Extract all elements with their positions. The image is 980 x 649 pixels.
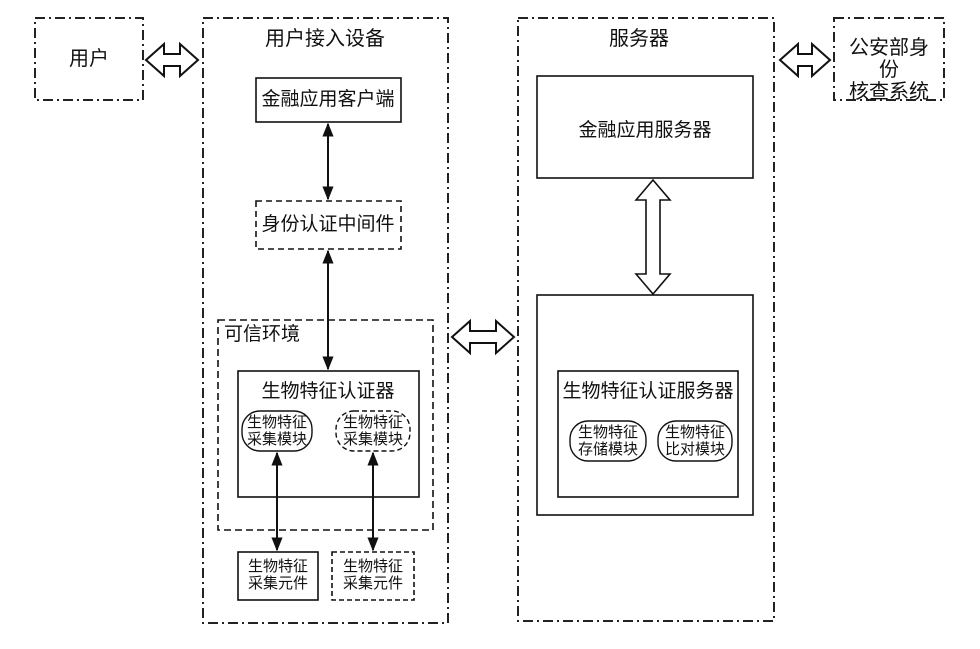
server-police-hollow-arrow (778, 41, 832, 79)
police-system-label: 公安部身份 核查系统 (849, 35, 929, 103)
police-system-box (833, 17, 945, 101)
trusted-environment-box (217, 319, 434, 531)
capture-component-2-label: 生物特征 采集元件 (342, 557, 404, 592)
appserver-authserver-hollow-arrow (634, 178, 672, 296)
server-box (517, 17, 775, 622)
financial-client-label: 金融应用客户端 (261, 88, 395, 110)
trusted-env-label: 可信环境 (224, 323, 301, 345)
server-title: 服务器 (609, 26, 669, 50)
biometric-auth-server-box (557, 370, 739, 498)
financial-client-box (255, 77, 402, 123)
device-title: 用户接入设备 (265, 26, 385, 50)
capture-module-2 (335, 410, 411, 452)
financial-app-server-box (536, 75, 754, 179)
capture-module-1 (241, 410, 313, 452)
storage-module-label: 生物特征 存储模块 (577, 423, 639, 458)
user-box (34, 17, 144, 101)
user-label: 用户 (69, 46, 109, 70)
capture-component-1-label: 生物特征 采集元件 (247, 557, 309, 592)
capture-component-2 (331, 551, 415, 601)
compare-module (657, 420, 733, 462)
auth-middleware-box (255, 200, 402, 250)
financial-app-server-label: 金融应用服务器 (578, 119, 712, 141)
auth-middleware-label: 身份认证中间件 (261, 213, 395, 235)
user-access-device-box (202, 17, 449, 624)
device-server-hollow-arrow (450, 318, 516, 356)
capture-component-1 (237, 551, 319, 601)
user-device-hollow-arrow (144, 41, 200, 79)
biometric-auth-server-outer (536, 294, 754, 516)
capture-module-1-label: 生物特征 采集模块 (246, 413, 308, 448)
biometric-auth-server-label: 生物特征认证服务器 (562, 380, 734, 402)
compare-module-label: 生物特征 比对模块 (664, 423, 726, 458)
biometric-authenticator-box (237, 370, 420, 498)
biometric-authenticator-label: 生物特征认证器 (261, 380, 395, 402)
storage-module (569, 420, 647, 462)
capture-module-2-label: 生物特征 采集模块 (342, 413, 404, 448)
